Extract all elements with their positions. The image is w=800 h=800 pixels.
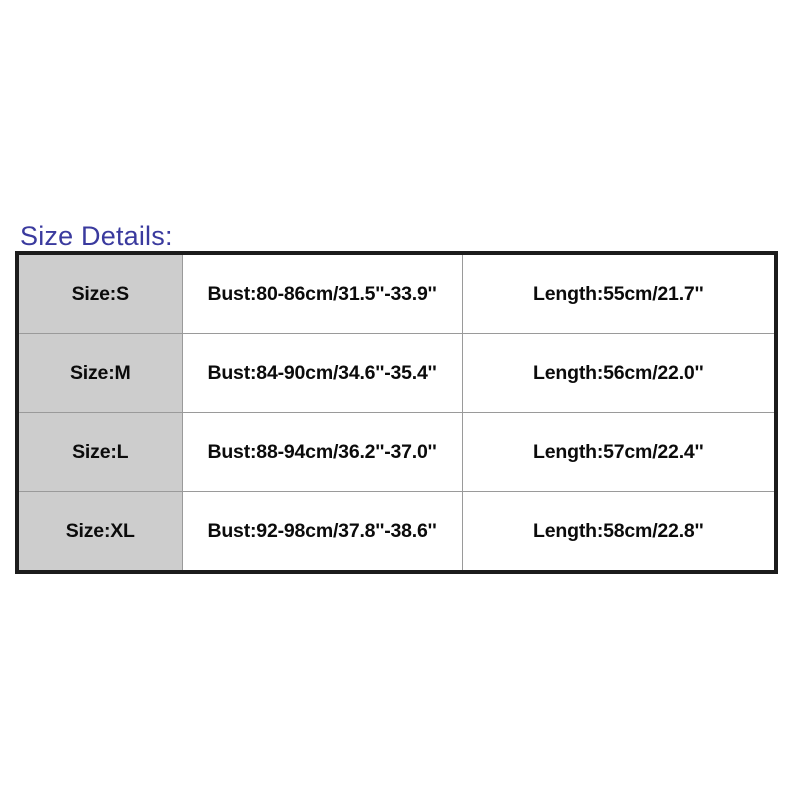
bust-label: Bust:88-94cm/36.2''-37.0'' xyxy=(207,441,437,464)
length-cell: Length:57cm/22.4'' xyxy=(461,411,774,493)
length-cell: Length:58cm/22.8'' xyxy=(461,491,774,570)
size-cell: Size:M xyxy=(19,332,183,413)
size-label: Size:L xyxy=(72,441,129,464)
length-label: Length:56cm/22.0'' xyxy=(533,361,704,384)
table-row: Size:S Bust:80-86cm/31.5''-33.9'' Length… xyxy=(19,255,774,334)
size-table-body: Size:S Bust:80-86cm/31.5''-33.9'' Length… xyxy=(19,255,774,570)
size-table: Size:S Bust:80-86cm/31.5''-33.9'' Length… xyxy=(19,255,774,570)
bust-cell: Bust:84-90cm/34.6''-35.4'' xyxy=(181,332,463,413)
size-cell: Size:XL xyxy=(19,491,183,570)
bust-cell: Bust:92-98cm/37.8''-38.6'' xyxy=(181,491,463,570)
page-title: Size Details: xyxy=(20,221,173,251)
table-row: Size:M Bust:84-90cm/34.6''-35.4'' Length… xyxy=(19,332,774,413)
length-cell: Length:56cm/22.0'' xyxy=(461,332,774,413)
length-label: Length:57cm/22.4'' xyxy=(533,441,704,464)
bust-label: Bust:80-86cm/31.5''-33.9'' xyxy=(207,282,437,305)
size-cell: Size:L xyxy=(19,411,183,493)
size-label: Size:S xyxy=(71,282,130,305)
size-cell: Size:S xyxy=(19,255,183,334)
table-row: Size:L Bust:88-94cm/36.2''-37.0'' Length… xyxy=(19,411,774,493)
size-details-table: Size:S Bust:80-86cm/31.5''-33.9'' Length… xyxy=(15,251,778,574)
size-label: Size:M xyxy=(69,361,131,384)
bust-cell: Bust:80-86cm/31.5''-33.9'' xyxy=(181,255,463,334)
length-cell: Length:55cm/21.7'' xyxy=(461,255,774,334)
bust-label: Bust:84-90cm/34.6''-35.4'' xyxy=(207,361,437,384)
size-label: Size:XL xyxy=(65,520,135,543)
length-label: Length:55cm/21.7'' xyxy=(533,282,704,305)
length-label: Length:58cm/22.8'' xyxy=(533,520,704,543)
bust-label: Bust:92-98cm/37.8''-38.6'' xyxy=(207,520,437,543)
bust-cell: Bust:88-94cm/36.2''-37.0'' xyxy=(181,411,463,493)
table-row: Size:XL Bust:92-98cm/37.8''-38.6'' Lengt… xyxy=(19,491,774,570)
